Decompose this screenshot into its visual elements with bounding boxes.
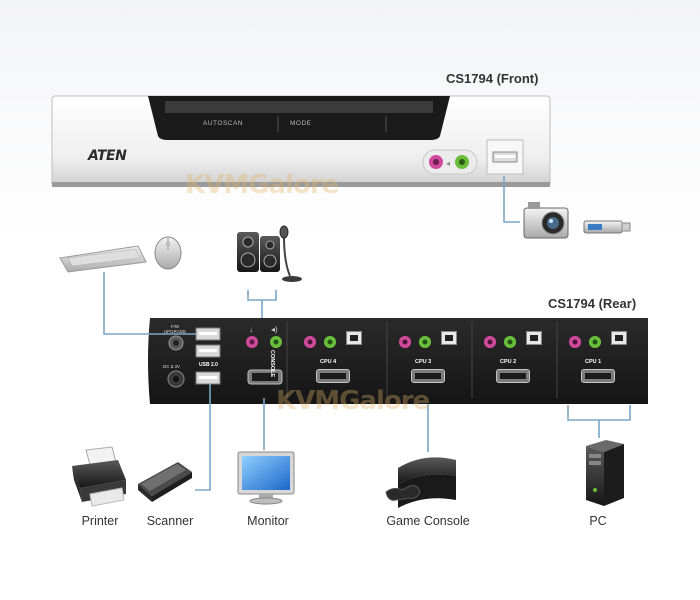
- printer-device: [72, 446, 126, 507]
- fw-upgrade-label: F/W UPGRADE: [163, 324, 187, 334]
- rear-title: CS1794 (Rear): [548, 296, 637, 311]
- cpu-port-block: CPU 1: [561, 324, 645, 396]
- speaker-jack: [419, 336, 431, 348]
- cpu-port-label: CPU 4: [320, 359, 337, 365]
- hdmi-port: [581, 369, 615, 383]
- connection-lines: [103, 176, 631, 491]
- hdmi-port: [316, 369, 350, 383]
- hdmi-port: [496, 369, 530, 383]
- cpu-port-block: CPU 2: [476, 324, 560, 396]
- watermark-front: KVMGalore: [185, 170, 339, 200]
- cpu-port-label: CPU 1: [585, 359, 602, 365]
- monitor-device: [237, 451, 295, 505]
- speaker-jack: [589, 336, 601, 348]
- mic-jack: [484, 336, 496, 348]
- mic-jack: [569, 336, 581, 348]
- flash-drive-device: [583, 220, 631, 234]
- speaker-jack: [324, 336, 336, 348]
- hdmi-port: [411, 369, 445, 383]
- pc-tower-device: [586, 440, 624, 506]
- autoscan-label: AUTOSCAN: [203, 120, 243, 127]
- svg-text:◂: ◂: [446, 159, 450, 168]
- cpu-port-label: CPU 3: [415, 359, 432, 365]
- speaker-jack: [504, 336, 516, 348]
- mode-label: MODE: [290, 120, 312, 127]
- game-console-label: Game Console: [386, 514, 470, 528]
- aten-logo: ATEN: [88, 148, 127, 164]
- usb-b-port: [441, 331, 457, 345]
- front-title: CS1794 (Front): [446, 71, 539, 86]
- cpu-port-block: CPU 4: [296, 324, 380, 396]
- usb-b-port: [346, 331, 362, 345]
- usb-b-port: [526, 331, 542, 345]
- scanner-device: [138, 462, 192, 502]
- game-console-device: [385, 457, 456, 508]
- microphone-device: [279, 225, 302, 282]
- pc-label: PC: [589, 514, 607, 528]
- camera-device: [523, 202, 569, 239]
- usb-label: USB 2.0: [199, 362, 218, 368]
- console-label: CONSOLE: [269, 350, 275, 378]
- mouse-device: [154, 236, 182, 270]
- watermark-rear: KVMGalore: [276, 386, 430, 416]
- speakers-device: [237, 232, 280, 272]
- front-panel: ◂: [51, 95, 551, 187]
- svg-text:↓: ↓: [249, 325, 253, 334]
- cpu-port-label: CPU 2: [500, 359, 517, 365]
- cpu-port-block: CPU 3: [391, 324, 475, 396]
- keyboard-device: [59, 245, 147, 273]
- scanner-label: Scanner: [146, 514, 194, 528]
- usb-b-port: [611, 331, 627, 345]
- dc-label: DC 5.3V: [163, 364, 181, 369]
- mic-jack: [304, 336, 316, 348]
- mic-jack: [399, 336, 411, 348]
- monitor-label: Monitor: [247, 514, 289, 528]
- svg-text:◂): ◂): [271, 325, 278, 334]
- printer-label: Printer: [81, 514, 119, 528]
